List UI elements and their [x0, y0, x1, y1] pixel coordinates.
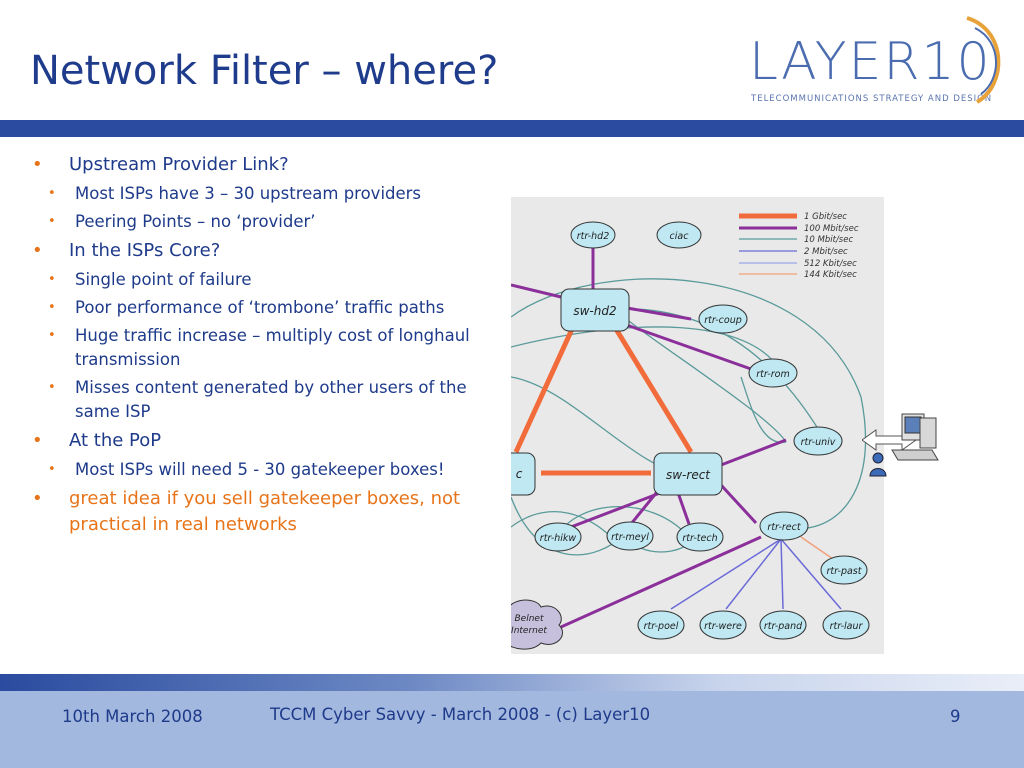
bullet-list: • Upstream Provider Link? • Most ISPs have… — [30, 148, 510, 538]
user-computer-icon — [862, 413, 939, 477]
svg-text:ciac: ciac — [670, 231, 690, 242]
legend-label: 144 Kbit/sec — [804, 270, 857, 280]
sub-bullet-text: Peering Points – no ‘provider’ — [75, 212, 316, 231]
belnet-label: Belnet — [515, 614, 544, 624]
node-rtr-meyl: rtr-meyl — [606, 521, 654, 551]
svg-text:rtr-laur: rtr-laur — [830, 621, 864, 632]
bullet-pop: • At the PoP — [30, 428, 510, 454]
bullet-marker-icon: • — [32, 240, 43, 261]
sub-bullet-text: Misses content generated by other users … — [75, 378, 467, 421]
node-sw-rect: sw-rect — [653, 452, 723, 496]
sub-bullet-text: Most ISPs will need 5 - 30 gatekeeper bo… — [75, 460, 445, 479]
svg-text:rtr-pand: rtr-pand — [764, 621, 803, 632]
sub-bullet: • Misses content generated by other users… — [0, 376, 510, 424]
sub-bullet: • Peering Points – no ‘provider’ — [0, 210, 510, 234]
network-diagram: 1 Gbit/sec 100 Mbit/sec 10 Mbit/sec 2 Mb… — [511, 197, 884, 654]
sub-bullet-text: Most ISPs have 3 – 30 upstream providers — [75, 184, 422, 203]
sub-bullet: • Poor performance of ‘trombone’ traffic … — [0, 296, 510, 320]
header-accent-bar — [0, 120, 1024, 137]
sub-bullet: • Most ISPs have 3 – 30 upstream provider… — [0, 182, 510, 206]
sub-bullet: • Most ISPs will need 5 - 30 gatekeeper b… — [0, 458, 510, 482]
bullet-marker-icon: • — [48, 272, 56, 287]
node-rtr-past: rtr-past — [820, 555, 868, 585]
belnet-label: Internet — [511, 626, 547, 636]
bullet-upstream: • Upstream Provider Link? — [30, 152, 510, 178]
bullet-text: At the PoP — [69, 430, 162, 451]
svg-text:rtr-rom: rtr-rom — [756, 369, 789, 380]
svg-text:sw-rect: sw-rect — [666, 468, 711, 482]
svg-text:rtr-past: rtr-past — [827, 566, 863, 577]
svg-text:rtr-were: rtr-were — [704, 621, 742, 632]
bullet-marker-icon: • — [48, 186, 56, 201]
legend-label: 10 Mbit/sec — [804, 235, 853, 245]
node-rtr-rom: rtr-rom — [748, 358, 798, 388]
link-legend: 1 Gbit/sec 100 Mbit/sec 10 Mbit/sec 2 Mb… — [739, 212, 859, 280]
bullet-conclusion: • great idea if you sell gatekeeper boxes… — [30, 486, 510, 538]
svg-text:sw-hd2: sw-hd2 — [573, 304, 616, 318]
svg-text:rtr-poel: rtr-poel — [644, 621, 679, 632]
legend-label: 2 Mbit/sec — [804, 247, 848, 257]
slide-footer: 10th March 2008 TCCM Cyber Savvy - March… — [0, 691, 1024, 768]
node-rtr-poel: rtr-poel — [637, 610, 685, 640]
footer-date: 10th March 2008 — [62, 707, 203, 726]
node-rtr-coup: rtr-coup — [698, 304, 748, 334]
svg-text:c: c — [516, 467, 523, 481]
bullet-text: great idea if you sell gatekeeper boxes,… — [69, 488, 461, 535]
svg-text:rtr-hikw: rtr-hikw — [540, 533, 577, 544]
node-sw-hd2: sw-hd2 — [560, 288, 630, 332]
svg-text:rtr-coup: rtr-coup — [704, 315, 742, 326]
sub-bullet-text: Poor performance of ‘trombone’ traffic p… — [75, 298, 445, 317]
node-rtr-laur: rtr-laur — [822, 610, 870, 640]
node-partial-c: c — [511, 452, 536, 496]
network-diagram-svg: 1 Gbit/sec 100 Mbit/sec 10 Mbit/sec 2 Mb… — [511, 212, 870, 650]
node-rtr-were: rtr-were — [699, 610, 747, 640]
node-rtr-rect: rtr-rect — [759, 511, 809, 541]
logo-tagline: TELECOMMUNICATIONS STRATEGY AND DESIGN — [751, 94, 993, 104]
footer-title: TCCM Cyber Savvy - March 2008 - (c) Laye… — [270, 705, 651, 724]
node-rtr-pand: rtr-pand — [759, 610, 807, 640]
svg-text:rtr-tech: rtr-tech — [682, 533, 717, 544]
bullet-marker-icon: • — [48, 300, 56, 315]
node-rtr-univ: rtr-univ — [793, 426, 843, 456]
bullet-text: In the ISPs Core? — [69, 240, 221, 261]
node-rtr-hd2: rtr-hd2 — [570, 221, 616, 249]
node-ciac: ciac — [656, 221, 702, 249]
bullet-text: Upstream Provider Link? — [69, 154, 289, 175]
sub-bullet: • Single point of failure — [0, 268, 510, 292]
sub-bullet-text: Single point of failure — [75, 270, 252, 289]
svg-text:rtr-hd2: rtr-hd2 — [577, 231, 610, 242]
layer10-logo: LAYER10 TELECOMMUNICATIONS STRATEGY AND … — [745, 10, 1015, 110]
logo-wordmark: LAYER10 — [749, 32, 992, 92]
svg-text:rtr-meyl: rtr-meyl — [611, 532, 649, 543]
logo-swoosh-icon — [966, 16, 1001, 104]
bullet-core: • In the ISPs Core? — [30, 238, 510, 264]
bullet-marker-icon: • — [48, 328, 56, 343]
svg-text:rtr-univ: rtr-univ — [801, 437, 836, 448]
svg-text:rtr-rect: rtr-rect — [767, 522, 801, 533]
bullet-marker-icon: • — [48, 462, 56, 477]
legend-label: 100 Mbit/sec — [804, 224, 859, 234]
sub-bullet-text: Huge traffic increase – multiply cost of… — [75, 326, 470, 369]
page-number: 9 — [950, 707, 961, 726]
belnet-cloud-icon: Belnet Internet — [511, 599, 564, 650]
bullet-marker-icon: • — [32, 488, 43, 509]
sub-bullet: • Huge traffic increase – multiply cost o… — [0, 324, 510, 372]
legend-label: 512 Kbit/sec — [804, 259, 857, 269]
node-rtr-tech: rtr-tech — [676, 522, 724, 552]
bullet-marker-icon: • — [48, 214, 56, 229]
legend-label: 1 Gbit/sec — [804, 212, 847, 222]
node-rtr-hikw: rtr-hikw — [534, 522, 582, 552]
bullet-marker-icon: • — [48, 380, 56, 395]
bullet-marker-icon: • — [32, 430, 43, 451]
bullet-marker-icon: • — [32, 154, 43, 175]
footer-accent-bar — [0, 674, 1024, 691]
slide-title: Network Filter – where? — [30, 48, 499, 94]
